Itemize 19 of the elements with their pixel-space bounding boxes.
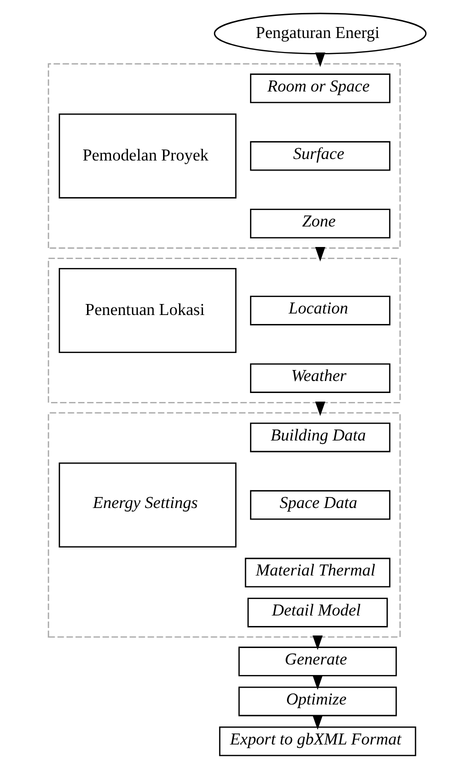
cluster (47, 63, 400, 249)
node-box: Room or Space (250, 74, 390, 104)
arrow (314, 52, 325, 67)
node-box: Pemodelan Proyek (58, 113, 236, 198)
node-box: Weather (250, 363, 390, 393)
node-ellipse: Pengaturan Energi (213, 12, 426, 54)
node-box: Building Data (250, 422, 390, 452)
arrow (314, 402, 325, 416)
node-box: Location (250, 296, 390, 326)
node-box: Zone (250, 208, 390, 238)
node-box: Material Thermal (244, 558, 390, 588)
node-box: Detail Model (246, 598, 388, 628)
node-box: Space Data (250, 490, 390, 520)
cluster (47, 412, 400, 638)
node-box: Penentuan Lokasi (58, 268, 236, 354)
node-box: Surface (250, 141, 390, 171)
node-box: Export to gbXML Format (218, 726, 416, 756)
cluster (47, 258, 400, 404)
node-box: Energy Settings (58, 462, 236, 548)
